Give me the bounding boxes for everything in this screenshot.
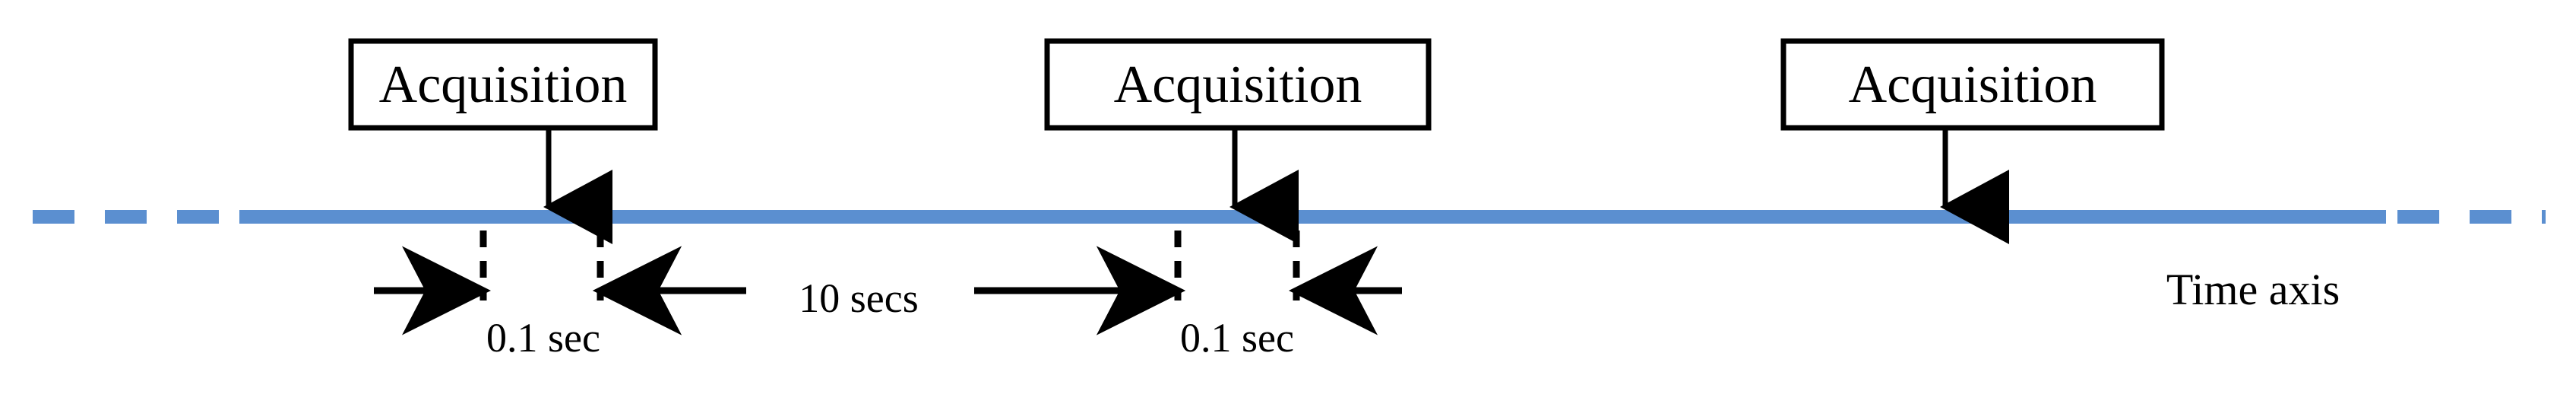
acquisition-label-3: Acquisition — [1849, 56, 2097, 114]
measurement-label-10-secs: 10 secs — [799, 275, 918, 321]
acquisition-block-2[interactable]: Acquisition — [1044, 38, 1432, 244]
measurement-0-1-sec-first: 0.1 sec — [374, 246, 713, 361]
acquisition-label-1: Acquisition — [379, 56, 628, 114]
acquisition-box-1[interactable] — [348, 38, 658, 131]
measurement-0-1-sec-second: 0.1 sec — [1068, 246, 1402, 361]
measurement-label-0-1-sec-second: 0.1 sec — [1180, 315, 1294, 361]
acquisition-block-3[interactable]: Acquisition — [1780, 38, 2165, 244]
measurement-label-0-1-sec-first: 0.1 sec — [486, 315, 600, 361]
acquisition-box-2[interactable] — [1044, 38, 1432, 131]
time-axis-label: Time axis — [2166, 265, 2340, 314]
measurement-10-secs: 10 secs — [593, 246, 1185, 335]
acquisition-box-3[interactable] — [1780, 38, 2165, 131]
acquisition-block-1[interactable]: Acquisition — [348, 38, 658, 244]
acquisition-label-2: Acquisition — [1114, 56, 1362, 114]
